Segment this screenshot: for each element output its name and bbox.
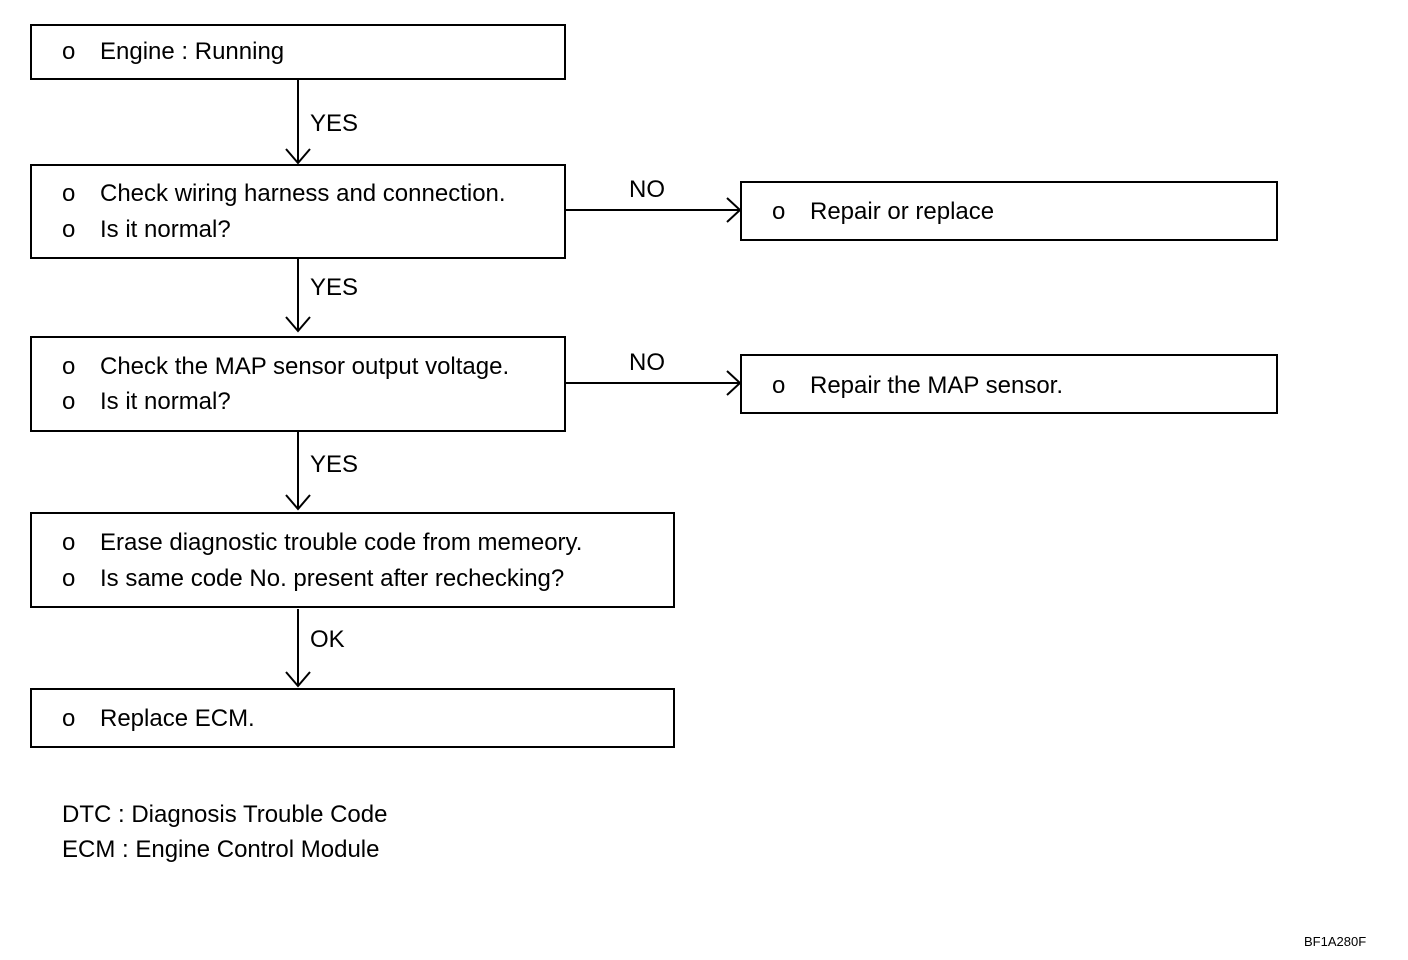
box-line-text: Engine : Running xyxy=(100,38,285,65)
box-line-text: Repair or replace xyxy=(810,198,995,225)
box-repair-map-sensor: o Repair the MAP sensor. xyxy=(740,354,1278,414)
edge-label-yes: YES xyxy=(310,274,359,301)
box-check-map-sensor: o Check the MAP sensor output voltage. o… xyxy=(30,336,566,432)
box-line-text: Replace ECM. xyxy=(100,705,255,732)
edge-label-no: NO xyxy=(629,176,665,203)
box-line-text: Is it normal? xyxy=(100,388,231,415)
box-erase-dtc: o Erase diagnostic trouble code from mem… xyxy=(30,512,675,608)
box-line-text: Erase diagnostic trouble code from memeo… xyxy=(100,529,583,556)
bullet: o xyxy=(62,565,76,592)
edge-label-yes: YES xyxy=(310,110,359,137)
arrowhead-map-to-erase xyxy=(285,494,311,511)
box-replace-ecm: o Replace ECM. xyxy=(30,688,675,748)
bullet: o xyxy=(772,198,786,225)
box-line-text: Check the MAP sensor output voltage. xyxy=(100,353,510,380)
box-line-text: Check wiring harness and connection. xyxy=(100,180,506,207)
box-repair-or-replace: o Repair or replace xyxy=(740,181,1278,241)
figure-code: BF1A280F xyxy=(1304,934,1367,949)
bullet: o xyxy=(62,353,76,380)
edge-label-yes: YES xyxy=(310,451,359,478)
box-line-text: Is same code No. present after recheckin… xyxy=(100,565,565,592)
bullet: o xyxy=(62,388,76,415)
arrowhead-erase-to-ecm xyxy=(285,671,311,688)
bullet: o xyxy=(772,372,786,399)
bullet: o xyxy=(62,705,76,732)
arrowhead-wiring-to-map xyxy=(285,316,311,333)
edge-label-ok: OK xyxy=(310,626,345,653)
bullet: o xyxy=(62,216,76,243)
legend-dtc: DTC : Diagnosis Trouble Code xyxy=(62,801,388,828)
bullet: o xyxy=(62,529,76,556)
arrowhead-engine-to-wiring xyxy=(285,148,311,165)
bullet: o xyxy=(62,38,76,65)
box-engine-running: o Engine : Running xyxy=(30,24,566,80)
box-line-text: Repair the MAP sensor. xyxy=(810,372,1064,399)
box-line-text: Is it normal? xyxy=(100,216,231,243)
edge-label-no: NO xyxy=(629,349,665,376)
bullet: o xyxy=(62,180,76,207)
legend-ecm: ECM : Engine Control Module xyxy=(62,836,380,863)
box-check-wiring: o Check wiring harness and connection. o… xyxy=(30,164,566,259)
